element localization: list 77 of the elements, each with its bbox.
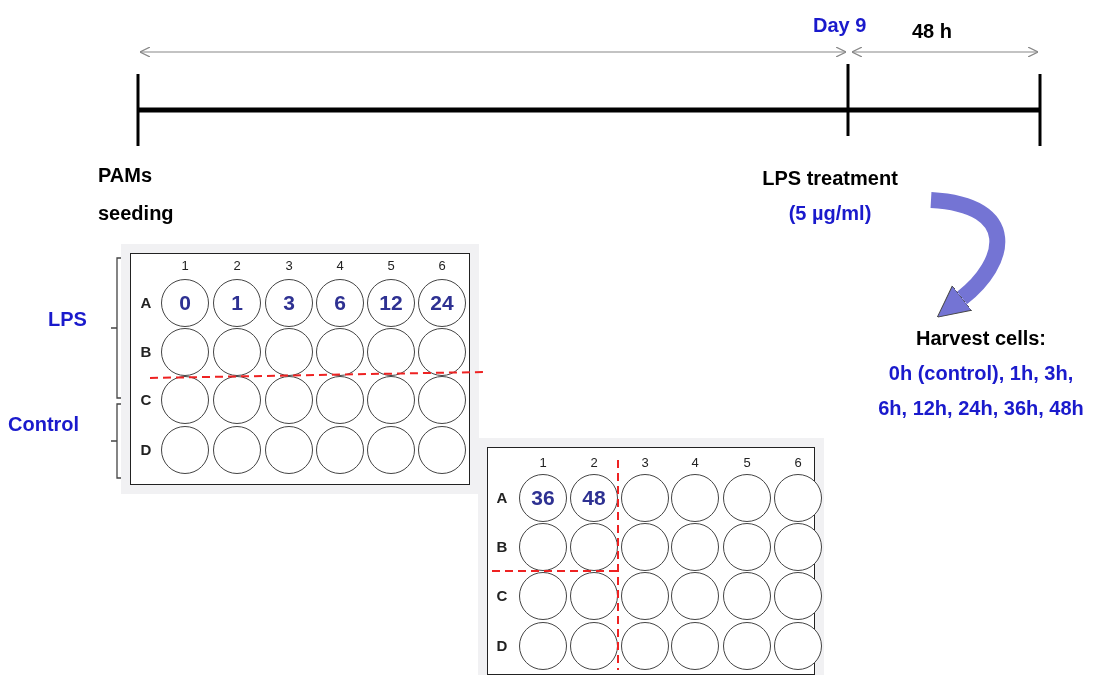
time-label: 48 h xyxy=(912,19,954,44)
well xyxy=(570,523,618,571)
well: 1 xyxy=(213,279,261,327)
well xyxy=(621,523,669,571)
well xyxy=(621,474,669,522)
well xyxy=(723,523,771,571)
row-letter: A xyxy=(495,490,509,506)
well xyxy=(161,328,209,376)
well xyxy=(418,376,466,424)
well xyxy=(316,376,364,424)
well xyxy=(213,376,261,424)
well: 24 xyxy=(418,279,466,327)
column-number: 2 xyxy=(589,456,599,470)
row-letter: B xyxy=(139,344,153,360)
well: 36 xyxy=(519,474,567,522)
group-label: Control xyxy=(8,412,81,437)
well xyxy=(774,474,822,522)
row-letter: C xyxy=(495,588,509,604)
well xyxy=(367,328,415,376)
column-number: 5 xyxy=(742,456,752,470)
row-letter: B xyxy=(495,539,509,555)
column-number: 1 xyxy=(538,456,548,470)
group-label: LPS xyxy=(48,307,88,332)
well xyxy=(519,572,567,620)
well xyxy=(213,328,261,376)
well: 3 xyxy=(265,279,313,327)
well xyxy=(367,376,415,424)
step-heading: Harvest cells: xyxy=(914,326,1048,351)
well xyxy=(265,328,313,376)
well xyxy=(671,572,719,620)
well xyxy=(723,622,771,670)
row-letter: D xyxy=(139,442,153,458)
row-letter: C xyxy=(139,392,153,408)
well xyxy=(671,474,719,522)
well: 48 xyxy=(570,474,618,522)
column-number: 3 xyxy=(284,259,294,273)
well: 0 xyxy=(161,279,209,327)
well xyxy=(265,426,313,474)
well xyxy=(418,328,466,376)
time-label: Day 9 xyxy=(813,13,868,38)
column-number: 2 xyxy=(232,259,242,273)
column-number: 4 xyxy=(690,456,700,470)
well: 6 xyxy=(316,279,364,327)
well xyxy=(570,572,618,620)
well xyxy=(519,523,567,571)
well xyxy=(723,474,771,522)
well xyxy=(671,622,719,670)
well xyxy=(723,572,771,620)
well xyxy=(265,376,313,424)
well xyxy=(570,622,618,670)
well xyxy=(213,426,261,474)
well xyxy=(316,426,364,474)
column-number: 6 xyxy=(793,456,803,470)
well xyxy=(774,622,822,670)
column-number: 4 xyxy=(335,259,345,273)
column-number: 1 xyxy=(180,259,190,273)
well xyxy=(671,523,719,571)
well xyxy=(621,572,669,620)
row-letter: D xyxy=(495,638,509,654)
step-detail: (5 µg/ml) xyxy=(788,201,872,226)
column-number: 6 xyxy=(437,259,447,273)
well xyxy=(367,426,415,474)
well xyxy=(774,523,822,571)
well: 12 xyxy=(367,279,415,327)
step-heading: LPS treatment xyxy=(762,166,898,191)
well xyxy=(316,328,364,376)
well xyxy=(418,426,466,474)
well xyxy=(161,426,209,474)
well xyxy=(161,376,209,424)
column-number: 3 xyxy=(640,456,650,470)
row-letter: A xyxy=(139,295,153,311)
well xyxy=(519,622,567,670)
step-label: PAMs seeding xyxy=(98,163,175,226)
column-number: 5 xyxy=(386,259,396,273)
well xyxy=(621,622,669,670)
well xyxy=(774,572,822,620)
step-detail: 0h (control), 1h, 3h, 6h, 12h, 24h, 36h, 48h xyxy=(877,361,1085,421)
